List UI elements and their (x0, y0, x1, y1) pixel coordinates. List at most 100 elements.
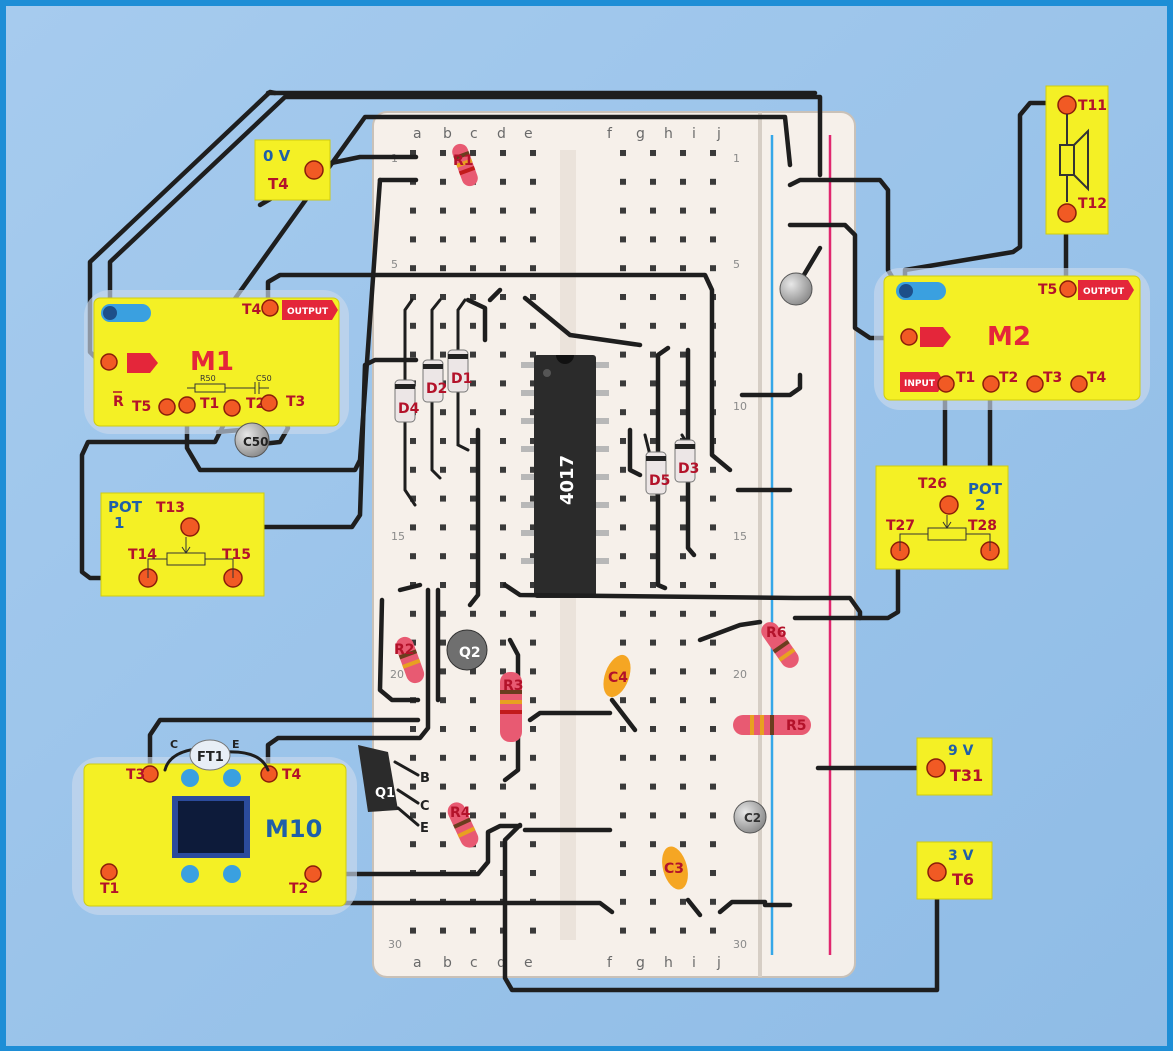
r3-label: R3 (503, 678, 524, 694)
m10-t2: T2 (289, 881, 308, 897)
ft1-label: FT1 (197, 750, 224, 765)
svg-text:j: j (716, 955, 721, 971)
svg-text:5: 5 (391, 258, 398, 271)
holes-rail-a (785, 150, 793, 950)
supply-3v: 3 V T6 (916, 841, 993, 900)
phototransistor-ft1 (163, 739, 270, 772)
r1-label: R1 (453, 153, 474, 169)
speaker-t12: T12 (1078, 196, 1107, 212)
d4-label: D4 (398, 401, 420, 417)
m2-input: INPUT (904, 379, 936, 389)
pot2-num: 2 (975, 496, 985, 514)
m2-t3: T3 (1043, 370, 1062, 386)
speaker-module: T11 T12 (1045, 85, 1109, 235)
diode-d2 (422, 359, 444, 403)
ft1-e-label: E (232, 738, 240, 751)
c3-label: C3 (664, 861, 684, 877)
q1-emitter-label: E (420, 821, 429, 836)
q1-base-label: B (420, 771, 430, 786)
transistor-q2 (446, 629, 488, 671)
supply-0v: 0 V T4 (254, 139, 331, 201)
m1-t2-label: T2 (246, 396, 265, 412)
module-m1: M1 T4 OUTPUT R T5 T1 T2 T3 R50 C50 (84, 290, 349, 434)
svg-text:b: b (443, 126, 452, 142)
capacitor-c4 (603, 654, 631, 698)
pot1-title: POT (108, 498, 143, 516)
m1-r50-label: R50 (200, 374, 216, 383)
pot2-t27: T27 (886, 518, 915, 534)
svg-text:a: a (413, 955, 422, 971)
pot2: POT 2 T26 T27 T28 (875, 465, 1009, 570)
svg-text:h: h (664, 126, 673, 142)
supply-0v-terminal: T4 (268, 175, 289, 193)
svg-text:10: 10 (733, 400, 747, 413)
pot2-t28: T28 (968, 518, 997, 534)
svg-text:g: g (636, 955, 645, 971)
m10-title: M10 (265, 815, 322, 843)
m1-c50-label: C50 (256, 374, 272, 383)
transistor-q1 (358, 745, 420, 827)
svg-text:h: h (664, 955, 673, 971)
svg-text:30: 30 (733, 938, 747, 951)
diode-d3 (674, 439, 696, 483)
supply-9v-terminal: T31 (950, 766, 983, 785)
diode-d5 (645, 451, 667, 495)
m1-t4-label: T4 (242, 302, 262, 318)
module-m2: M2 T5 OUTPUT INPUT T1 T2 T3 T4 (874, 268, 1150, 410)
pot1-t15: T15 (222, 547, 251, 563)
holes-right (610, 150, 740, 950)
svg-text:30: 30 (388, 938, 402, 951)
svg-text:a: a (413, 126, 422, 142)
m10-t3: T3 (126, 767, 145, 783)
m1-t5-label: T5 (132, 399, 151, 415)
svg-text:15: 15 (391, 530, 405, 543)
m2-t1: T1 (956, 370, 975, 386)
m1-title: M1 (190, 347, 234, 377)
resistor-r3 (500, 672, 522, 742)
m2-t5: T5 (1038, 282, 1057, 298)
m2-title: M2 (987, 322, 1031, 352)
svg-text:j: j (716, 126, 721, 142)
d3-label: D3 (678, 461, 699, 477)
supply-9v-voltage: 9 V (948, 743, 974, 759)
pot2-title: POT (968, 480, 1003, 498)
capacitor-c50 (234, 422, 270, 458)
ft1-c-label: C (170, 738, 178, 751)
supply-0v-voltage: 0 V (263, 147, 291, 165)
svg-text:b: b (443, 955, 452, 971)
row-labels: 1 1 5 5 10 15 15 20 20 30 30 (388, 152, 747, 951)
r2-label: R2 (394, 642, 415, 658)
pot2-t26: T26 (918, 476, 947, 492)
module-m10: T3 T4 M10 T1 T2 (72, 757, 357, 915)
svg-text:i: i (692, 955, 696, 971)
resistor-r6 (761, 622, 799, 668)
svg-text:20: 20 (733, 668, 747, 681)
supply-9v: 9 V T31 (916, 737, 993, 796)
pot1-t13: T13 (156, 500, 185, 516)
m1-t3-label: T3 (286, 394, 305, 410)
pot1-num: 1 (114, 514, 124, 532)
holes-rail-b (815, 150, 823, 950)
m2-t4: T4 (1087, 370, 1107, 386)
diode-d4 (394, 379, 416, 423)
svg-text:d: d (497, 126, 506, 142)
svg-text:c: c (470, 126, 478, 142)
m2-output: OUTPUT (1083, 287, 1125, 297)
supply-3v-voltage: 3 V (948, 848, 974, 864)
r5-label: R5 (786, 718, 807, 734)
svg-text:c: c (470, 955, 478, 971)
m1-rbar-label: R (113, 394, 124, 410)
d5-label: D5 (649, 473, 670, 489)
svg-text:f: f (607, 955, 613, 971)
c4-label: C4 (608, 670, 628, 686)
pot1: POT 1 T13 T14 T15 (100, 492, 265, 597)
capacitor-c3 (662, 846, 688, 890)
resistor-r5 (733, 715, 811, 735)
q2-label: Q2 (459, 645, 481, 661)
resistor-r1 (452, 143, 478, 187)
resistor-r4 (447, 802, 479, 848)
ic-label: 4017 (557, 455, 578, 505)
q1-collector-label: C (420, 799, 430, 814)
